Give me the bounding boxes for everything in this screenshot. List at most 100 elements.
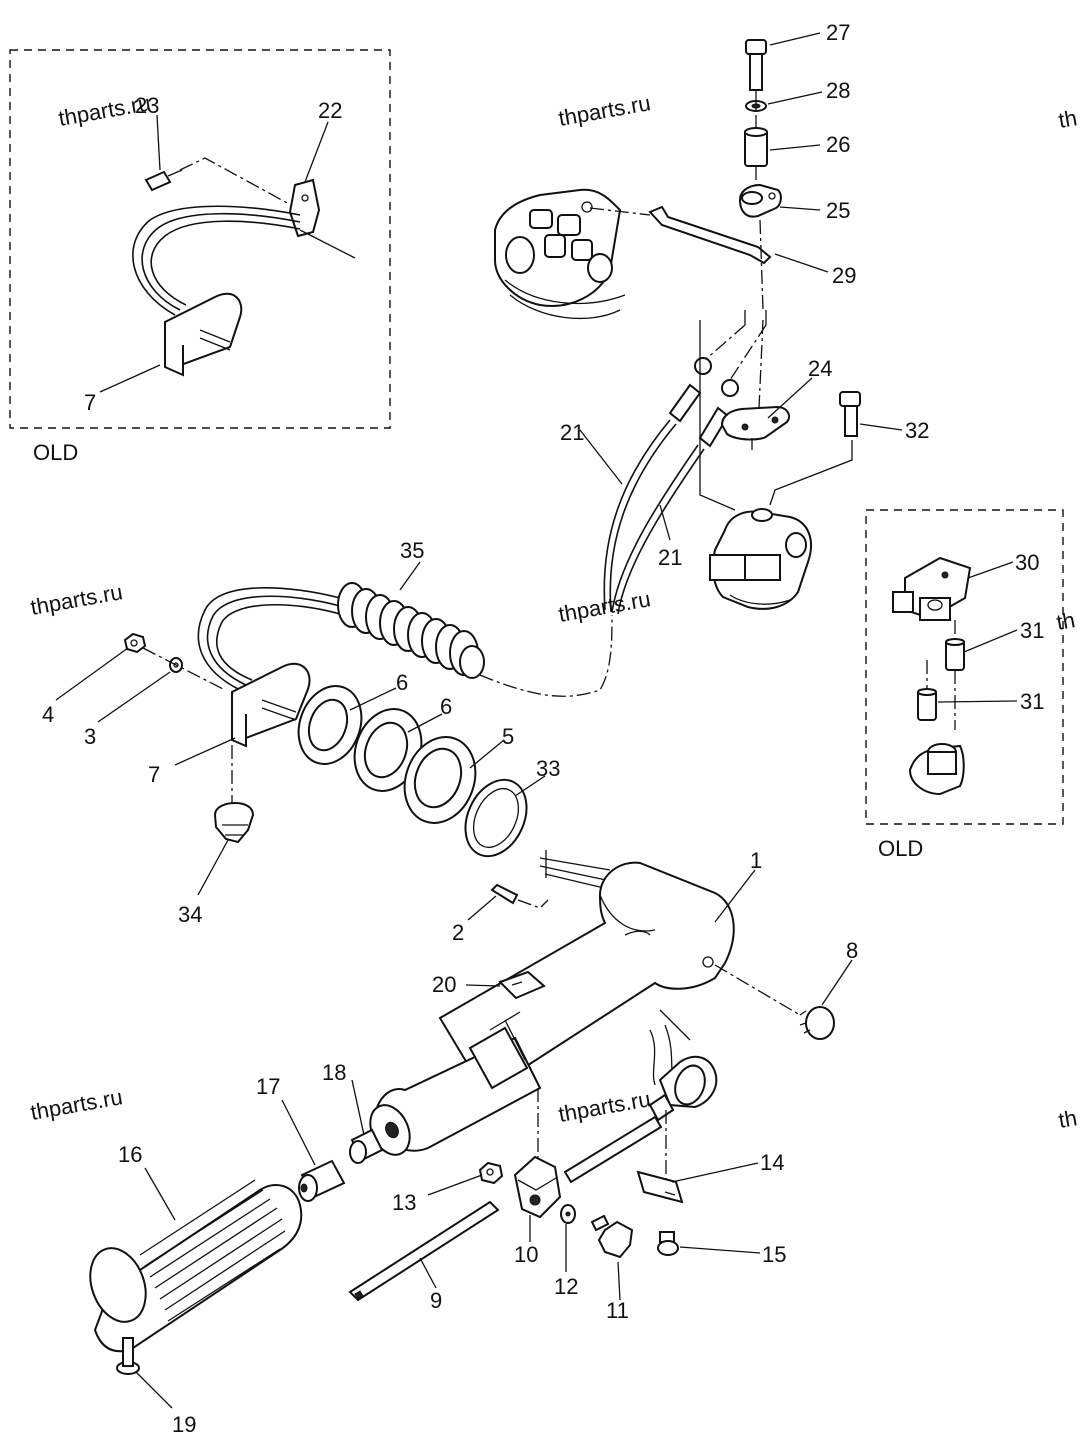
leader-32 xyxy=(859,423,903,431)
leader-24 xyxy=(767,377,813,419)
grip-16 xyxy=(89,1179,303,1353)
throttle-link-rod-29 xyxy=(589,205,772,265)
label-11: 11 xyxy=(606,1298,629,1323)
screw-32 xyxy=(839,391,861,437)
leader-6a xyxy=(349,687,397,711)
old-variant-box-right xyxy=(865,509,1064,825)
leader-8 xyxy=(821,959,853,1006)
label-10: 10 xyxy=(514,1242,538,1267)
friction-assembly xyxy=(563,1009,718,1200)
knob-11 xyxy=(590,1214,634,1259)
label-22: 22 xyxy=(318,98,342,123)
label-18: 18 xyxy=(322,1060,346,1085)
leader-15 xyxy=(679,1246,761,1254)
leader-17 xyxy=(281,1099,316,1166)
leader-3 xyxy=(97,671,171,723)
watermark-1: thparts.ru xyxy=(57,90,153,131)
label-4: 4 xyxy=(42,702,54,727)
leader-22 xyxy=(304,121,329,183)
leader-13 xyxy=(427,1174,483,1196)
label-13: 13 xyxy=(392,1190,416,1215)
leader-31a xyxy=(963,629,1018,653)
leader-4 xyxy=(55,647,129,701)
leader-7 xyxy=(174,737,236,766)
block-10 xyxy=(513,1155,562,1219)
label-5: 5 xyxy=(502,724,514,749)
leader-14 xyxy=(671,1162,759,1183)
label-28: 28 xyxy=(826,78,850,103)
leader-30 xyxy=(967,561,1014,579)
label-12: 12 xyxy=(554,1274,578,1299)
washer-12 xyxy=(560,1204,576,1224)
screw-2 xyxy=(490,883,549,909)
plate-14 xyxy=(636,1170,684,1204)
leader-33 xyxy=(514,775,546,797)
leader-34 xyxy=(197,839,229,896)
leader-31b xyxy=(937,700,1018,703)
old-label-left: OLD xyxy=(33,440,78,465)
watermark-6: thparts.ru xyxy=(557,1086,653,1127)
label-32: 32 xyxy=(905,418,929,443)
leader-25 xyxy=(779,206,821,211)
nut-4 xyxy=(123,632,147,654)
label-29: 29 xyxy=(832,263,856,288)
rod-9 xyxy=(348,1200,500,1302)
label-2: 2 xyxy=(452,920,464,945)
leader-29 xyxy=(774,253,829,273)
old-variant-box-left xyxy=(9,49,391,429)
label-20: 20 xyxy=(432,972,456,997)
label-14: 14 xyxy=(760,1150,784,1175)
label-7-old: 7 xyxy=(84,390,96,415)
watermark-2: thparts.ru xyxy=(557,90,653,131)
label-34: 34 xyxy=(178,902,202,927)
leader-16 xyxy=(144,1167,176,1221)
old-sleeves-31 xyxy=(917,620,965,730)
leader-18 xyxy=(351,1079,365,1136)
leader-35 xyxy=(399,561,421,591)
cable-holder-body xyxy=(709,508,812,610)
plug-8 xyxy=(714,964,835,1040)
label-30: 30 xyxy=(1015,550,1039,575)
cable-assembly-35 xyxy=(197,582,613,805)
leader-6b xyxy=(407,713,443,733)
old-bracket-30 xyxy=(892,556,972,621)
seal-6-first xyxy=(297,685,363,765)
label-9: 9 xyxy=(430,1288,442,1313)
leader-7-old xyxy=(99,364,161,393)
bushing-17 xyxy=(298,1159,346,1202)
watermark-8: th xyxy=(1055,607,1077,635)
bellows-35 xyxy=(337,582,485,679)
old-base-part xyxy=(908,743,965,796)
leader-5 xyxy=(469,739,505,769)
old-cable-assembly-left xyxy=(132,157,356,377)
upper-fastener-stack xyxy=(738,39,782,431)
label-1: 1 xyxy=(750,848,762,873)
watermark-3: thparts.ru xyxy=(29,579,125,620)
leader-9 xyxy=(419,1257,437,1289)
leader-19 xyxy=(135,1371,173,1409)
ring-5 xyxy=(403,736,477,824)
label-16: 16 xyxy=(118,1142,142,1167)
label-27: 27 xyxy=(826,20,850,45)
leader-26 xyxy=(769,144,821,151)
bracket-guide-lines xyxy=(699,320,853,511)
plate-20 xyxy=(498,970,546,1000)
label-21b: 21 xyxy=(658,545,682,570)
label-6b: 6 xyxy=(440,694,452,719)
label-21a: 21 xyxy=(560,420,584,445)
label-31a: 31 xyxy=(1020,618,1044,643)
label-19: 19 xyxy=(172,1412,196,1434)
leader-20 xyxy=(465,984,501,987)
label-15: 15 xyxy=(762,1242,786,1267)
label-8: 8 xyxy=(846,938,858,963)
leader-2 xyxy=(467,895,497,921)
watermark-5: thparts.ru xyxy=(29,1084,125,1125)
bushing-18 xyxy=(349,1128,384,1164)
watermark-9: th xyxy=(1057,1105,1079,1133)
label-25: 25 xyxy=(826,198,850,223)
screw-19 xyxy=(116,1337,140,1375)
throttle-cables-21 xyxy=(603,310,767,615)
leader-11 xyxy=(617,1261,621,1301)
leader-21b xyxy=(659,504,671,541)
